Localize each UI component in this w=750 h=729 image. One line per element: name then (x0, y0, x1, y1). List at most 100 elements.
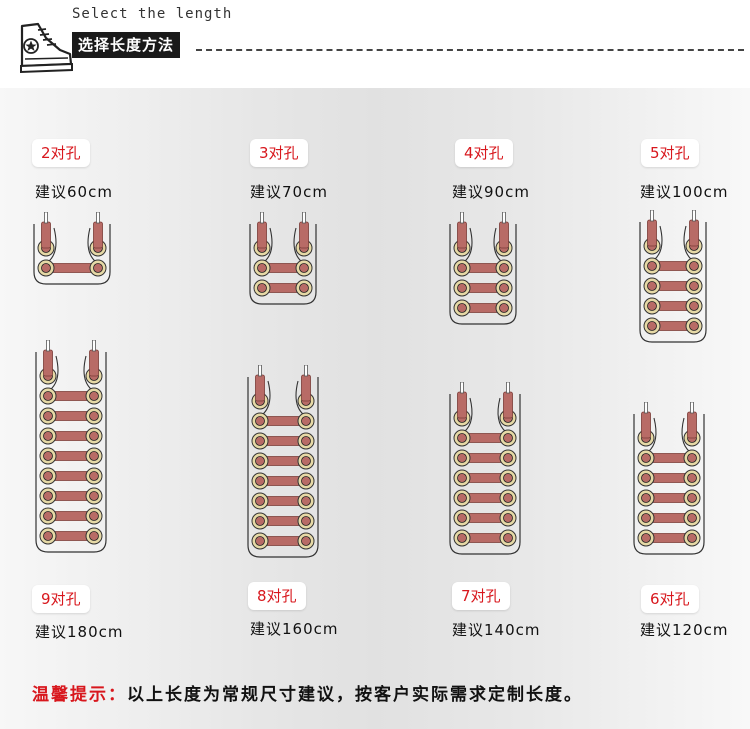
eyelet-hole (43, 411, 53, 421)
eyelet-hole (43, 471, 53, 481)
collar-line (647, 417, 691, 453)
header: Select the length 选择长度方法 (0, 0, 750, 88)
eyelet-hole (301, 476, 311, 486)
aglet (644, 402, 648, 414)
eyelet-hole (689, 301, 699, 311)
lace-end (503, 391, 513, 419)
eyelet-hole (257, 283, 267, 293)
tongue-outline (249, 224, 317, 305)
lace-end (41, 221, 51, 249)
eyelet-hole (89, 471, 99, 481)
header-title: 选择长度方法 (72, 32, 181, 58)
eyelet-hole (301, 436, 311, 446)
eyelet-hole (503, 433, 513, 443)
length-6-pairs: 建议120cm (640, 621, 729, 639)
eyelet-hole (457, 303, 467, 313)
tip-label: 温馨提示： (32, 685, 127, 705)
collar-line (653, 225, 693, 261)
badge-5-pairs: 5对孔 (641, 139, 699, 167)
options-panel (0, 88, 750, 729)
lace-end (457, 221, 467, 249)
lacing-diagram-7-pairs (449, 382, 521, 555)
length-5-pairs: 建议100cm (640, 183, 729, 201)
eyelet-hole (299, 263, 309, 273)
collar-line (263, 227, 303, 263)
eyelet-hole (457, 453, 467, 463)
lacing-diagram-3-pairs (249, 212, 317, 305)
aglet (258, 365, 262, 377)
length-9-pairs: 建议180cm (35, 623, 124, 641)
eyelet-hole (89, 451, 99, 461)
aglet (460, 212, 464, 224)
eyelet-hole (687, 533, 697, 543)
aglet (96, 212, 100, 224)
lacing-diagram-4-pairs (449, 212, 517, 325)
eyelet-hole (641, 493, 651, 503)
aglet (46, 340, 50, 352)
aglet (44, 212, 48, 224)
lacing-diagram-5-pairs (639, 210, 707, 343)
eyelet-hole (687, 513, 697, 523)
tongue-outline (35, 352, 107, 553)
eyelet-hole (689, 261, 699, 271)
eyelet-hole (503, 493, 513, 503)
length-4-pairs: 建议90cm (452, 183, 530, 201)
eyelet-hole (689, 281, 699, 291)
lace-end (93, 221, 103, 249)
eyelet-hole (89, 431, 99, 441)
eyelet-hole (89, 531, 99, 541)
length-2-pairs: 建议60cm (35, 183, 113, 201)
lace-end (687, 411, 697, 439)
length-3-pairs: 建议70cm (250, 183, 328, 201)
aglet (506, 382, 510, 394)
eyelet-hole (89, 511, 99, 521)
eyelet-hole (457, 493, 467, 503)
badge-4-pairs: 4对孔 (455, 139, 513, 167)
eyelet-hole (255, 516, 265, 526)
tongue-outline (449, 224, 517, 325)
badge-7-pairs: 7对孔 (452, 582, 510, 610)
badge-6-pairs: 6对孔 (641, 585, 699, 613)
eyelet-hole (457, 473, 467, 483)
eyelet-hole (687, 473, 697, 483)
eyelet-hole (503, 453, 513, 463)
aglet (692, 210, 696, 222)
aglet (304, 365, 308, 377)
lace-end (301, 374, 311, 402)
eyelet-hole (687, 493, 697, 503)
eyelet-hole (301, 416, 311, 426)
eyelet-hole (647, 281, 657, 291)
tongue-outline (33, 224, 111, 285)
lacing-diagram-2-pairs (33, 212, 111, 285)
eyelet-hole (457, 513, 467, 523)
tongue-outline (633, 414, 705, 555)
collar-line (463, 397, 507, 433)
aglet (302, 212, 306, 224)
eyelet-hole (647, 321, 657, 331)
badge-2-pairs: 2对孔 (32, 139, 90, 167)
eyelet-hole (89, 491, 99, 501)
collar-line (47, 227, 97, 263)
badge-3-pairs: 3对孔 (250, 139, 308, 167)
eyelet-hole (255, 496, 265, 506)
aglet (502, 212, 506, 224)
eyelet-hole (499, 283, 509, 293)
eyelet-hole (301, 456, 311, 466)
eyelet-hole (499, 263, 509, 273)
eyelet-hole (89, 411, 99, 421)
eyelet-hole (499, 303, 509, 313)
eyelet-hole (257, 263, 267, 273)
lacing-diagram-6-pairs (633, 402, 705, 555)
tongue-outline (639, 222, 707, 343)
aglet (460, 382, 464, 394)
eyelet-hole (641, 513, 651, 523)
lacing-diagram-8-pairs (247, 365, 319, 558)
eyelet-hole (301, 536, 311, 546)
eyelet-hole (255, 456, 265, 466)
aglet (92, 340, 96, 352)
eyelet-hole (457, 263, 467, 273)
lacing-diagram-9-pairs (35, 340, 107, 553)
length-7-pairs: 建议140cm (452, 621, 541, 639)
aglet (260, 212, 264, 224)
eyelet-hole (301, 516, 311, 526)
